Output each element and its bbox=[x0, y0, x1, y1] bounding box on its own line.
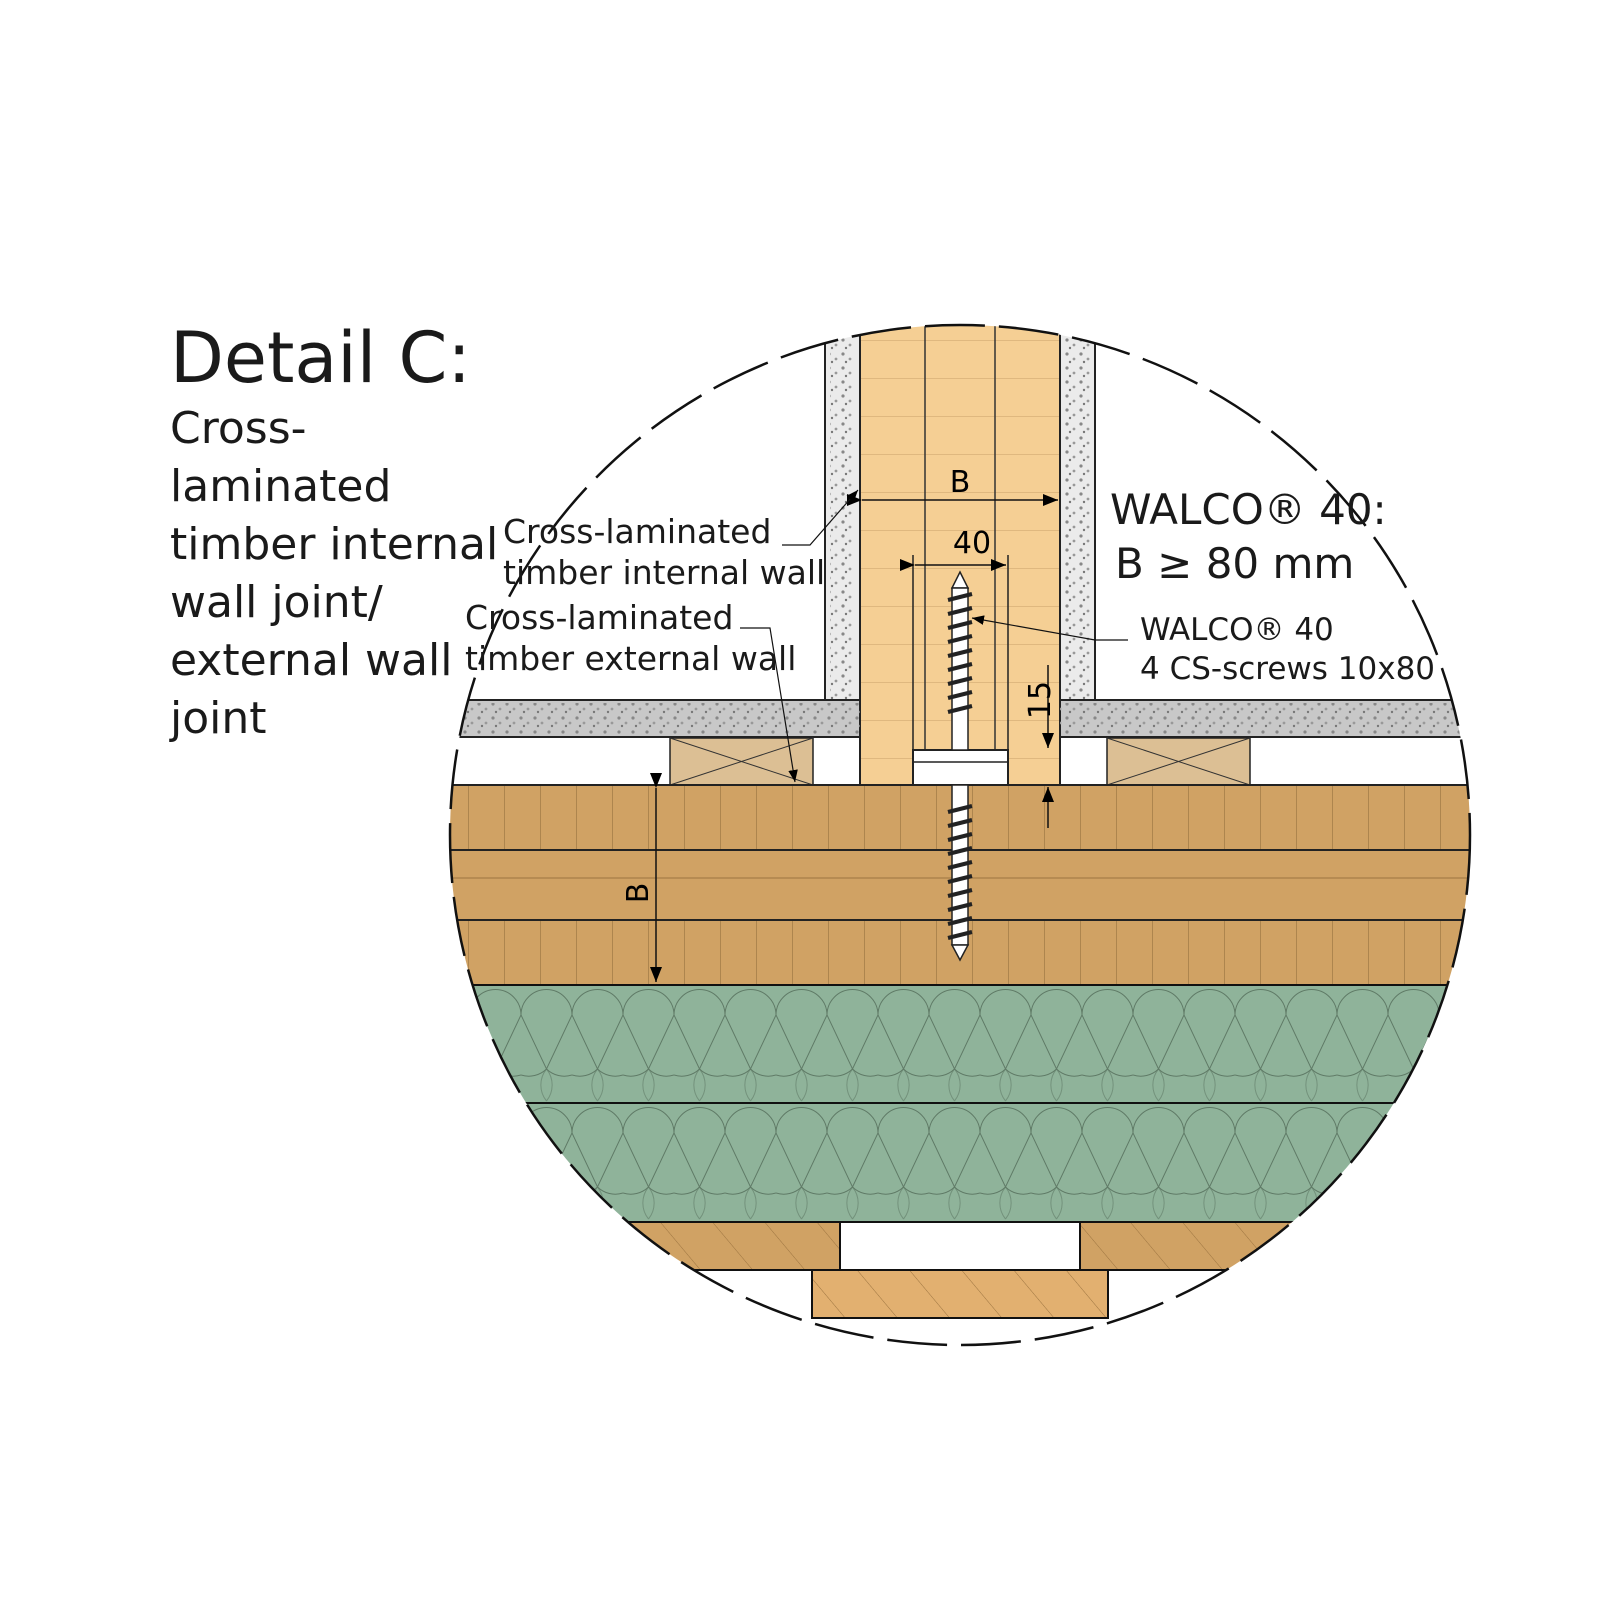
label-internal-wall-2: timber internal wall bbox=[503, 553, 826, 592]
product-spec-2: B ≥ 80 mm bbox=[1115, 539, 1355, 588]
detail-circle bbox=[448, 323, 1472, 1347]
batten-right bbox=[1106, 737, 1251, 786]
label-external-wall-2: timber external wall bbox=[465, 639, 797, 678]
cladding-board bbox=[811, 1269, 1109, 1319]
screw-spec-2: 4 CS-screws 10x80 bbox=[1140, 651, 1436, 687]
dim-15-label: 15 bbox=[1023, 681, 1058, 719]
dim-40-label: 40 bbox=[953, 526, 991, 561]
dim-b-label: B bbox=[950, 465, 971, 500]
page-subtitle: Cross-laminated timber internal wall joi… bbox=[170, 403, 499, 744]
lower-batten-left bbox=[450, 1221, 841, 1271]
walco-bracket bbox=[912, 555, 1009, 786]
product-spec-1: WALCO® 40: bbox=[1110, 485, 1387, 534]
label-external-wall-1: Cross-laminated bbox=[465, 598, 734, 637]
lower-batten-right bbox=[1079, 1221, 1470, 1271]
label-internal-wall-1: Cross-laminated bbox=[503, 512, 772, 551]
insulation-layer-1 bbox=[450, 984, 1470, 1104]
cs-screw-icon bbox=[947, 570, 973, 962]
insulation-layer-2 bbox=[450, 1102, 1470, 1223]
dim-ext-b-label: B bbox=[621, 883, 656, 904]
screw-spec-1: WALCO® 40 bbox=[1140, 612, 1334, 648]
page-title: Detail C: bbox=[170, 317, 471, 399]
